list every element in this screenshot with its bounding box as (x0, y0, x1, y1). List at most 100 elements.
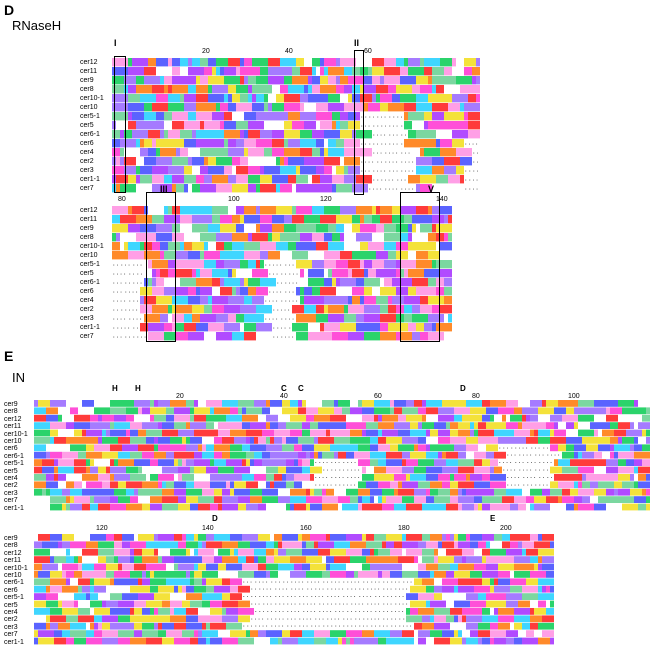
residue-cell (364, 103, 368, 112)
residue-cell (574, 407, 590, 415)
residue-cell (458, 481, 474, 489)
residue-cell (462, 630, 470, 637)
residue-cell (234, 437, 246, 444)
residue-cell (444, 121, 460, 130)
residue-cell (194, 534, 198, 541)
residue-cell (482, 496, 490, 503)
residue-cell (230, 444, 242, 452)
residue-cell (222, 541, 238, 549)
residue-cell (162, 466, 178, 474)
residue-cell (272, 130, 284, 139)
residue-cell (490, 585, 494, 593)
gap-dots: · (288, 325, 292, 332)
gap-dots: ·· (132, 325, 139, 332)
residue-cell (470, 534, 482, 541)
residue-cell (288, 242, 296, 251)
sequence-grid: ········································… (34, 534, 554, 645)
residue-cell (54, 459, 58, 466)
residue-cell (50, 578, 66, 586)
residue-cell (538, 578, 554, 586)
gap-dots: ·· (400, 132, 407, 139)
residue-cell (426, 496, 434, 503)
residue-cell (176, 332, 188, 341)
gap-dots: ···· (318, 608, 332, 615)
residue-cell (224, 94, 228, 103)
residue-cell (378, 459, 386, 466)
residue-cell (542, 400, 546, 407)
residue-cell (336, 224, 344, 233)
residue-cell (166, 481, 174, 489)
residue-cell (142, 481, 158, 489)
residue-cell (270, 503, 286, 511)
residue-cell (232, 94, 240, 103)
residue-cell (198, 534, 206, 541)
residue-cell (176, 67, 180, 76)
residue-cell (212, 67, 216, 76)
residue-cell (316, 314, 328, 323)
residue-cell (224, 139, 228, 148)
residue-cell (444, 278, 452, 287)
residue-cell (70, 548, 82, 556)
residue-cell (618, 459, 626, 466)
gap-dots: · (338, 482, 342, 489)
residue-cell (246, 451, 254, 459)
residue-cell (90, 422, 106, 429)
residue-cell (618, 451, 634, 459)
residue-cell (224, 67, 236, 76)
residue-cell (46, 451, 50, 459)
residue-cell (366, 541, 382, 549)
residue-cell (154, 414, 166, 422)
residue-cell (400, 332, 412, 341)
residue-cell (268, 94, 276, 103)
gap-dots: ···· (346, 579, 360, 586)
residue-cell (280, 58, 296, 67)
residue-cell (316, 103, 328, 112)
residue-cell (150, 571, 154, 578)
residue-cell (412, 278, 428, 287)
residue-cell (610, 503, 622, 511)
residue-cell (206, 585, 214, 593)
residue-cell (180, 224, 192, 233)
residue-cell (304, 85, 308, 94)
residue-cell (506, 488, 522, 496)
residue-cell (90, 534, 106, 541)
residue-cell (444, 166, 456, 175)
residue-cell (98, 414, 102, 422)
residue-cell (172, 58, 180, 67)
residue-cell (420, 305, 432, 314)
residue-cell (432, 206, 440, 215)
residue-cell (268, 121, 284, 130)
residue-cell (226, 474, 242, 481)
residue-cell (110, 429, 118, 437)
gap-dots: ·· (250, 594, 257, 601)
residue-cell (250, 630, 258, 637)
residue-cell (210, 407, 214, 415)
residue-cell (234, 548, 238, 556)
residue-cell (220, 224, 236, 233)
residue-cell (324, 130, 340, 139)
residue-cell (546, 571, 554, 578)
residue-cell (330, 534, 346, 541)
residue-cell (162, 637, 174, 645)
residue-cell (270, 422, 278, 429)
residue-cell (118, 615, 130, 623)
residue-cell (70, 630, 86, 637)
residue-cell (468, 112, 480, 121)
residue-cell (534, 503, 550, 511)
residue-cell (482, 637, 490, 645)
residue-cell (418, 608, 434, 615)
residue-cell (630, 407, 646, 415)
residue-cell (152, 85, 164, 94)
residue-cell (222, 503, 238, 511)
residue-cell (230, 578, 242, 586)
residue-cell (458, 541, 470, 549)
residue-cell (50, 496, 66, 503)
gap-dots: ··· (334, 474, 345, 481)
residue-cell (254, 556, 258, 563)
residue-cell (170, 608, 174, 615)
residue-cell (578, 459, 582, 466)
residue-cell (326, 563, 330, 571)
residue-cell (94, 459, 110, 466)
residue-cell (380, 215, 392, 224)
